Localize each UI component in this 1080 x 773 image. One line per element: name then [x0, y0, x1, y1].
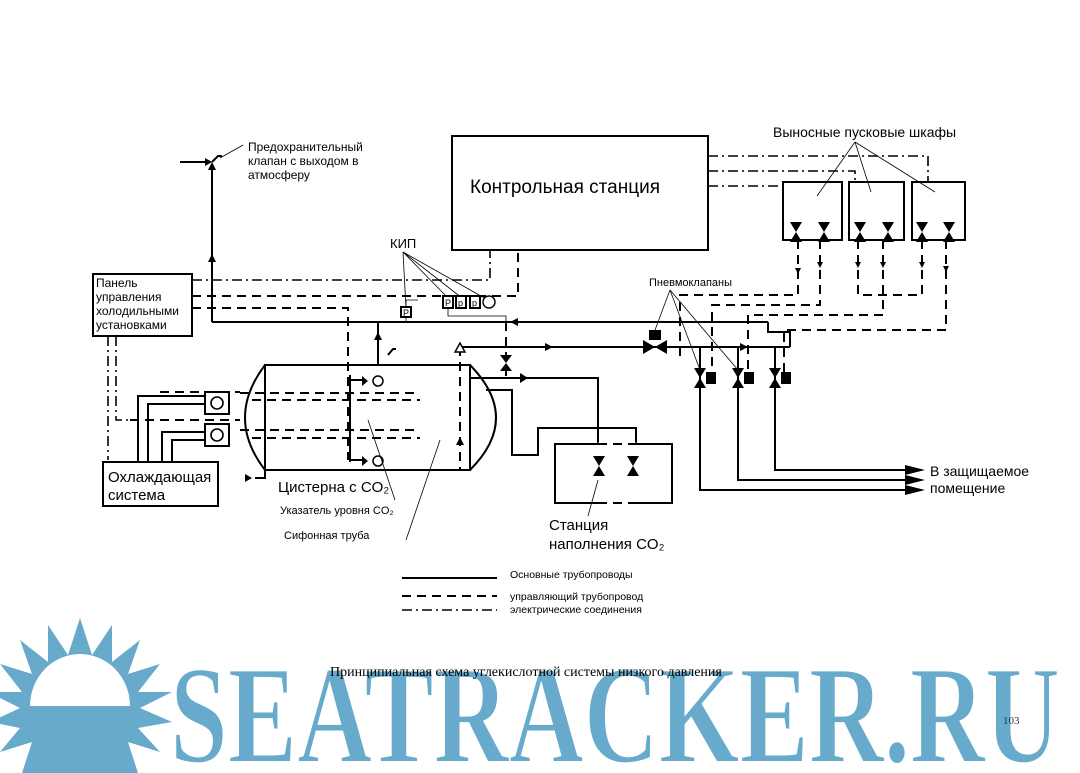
svg-text:p: p — [458, 298, 463, 308]
figure-caption: Принципиальная схема углекислотной систе… — [330, 665, 722, 680]
filling-valves-icon — [593, 456, 639, 476]
kip-label: КИП — [390, 236, 416, 251]
svg-text:P: P — [445, 298, 451, 308]
cooling-system-label: Охлаждающая система — [108, 469, 215, 504]
pneumovalves-label: Пневмоклапаны — [649, 277, 732, 289]
kip-gauges-group: P p p — [442, 295, 507, 322]
tank-label: Цистерна с CO₂ — [278, 479, 389, 496]
filling-station-box — [554, 443, 673, 504]
legend-dashdot-label: электрические соединения — [510, 604, 642, 616]
cooling-system-box — [102, 461, 219, 507]
remote-cabinets-label: Выносные пусковые шкафы — [773, 124, 956, 140]
filling-station-label: Станция наполнения CO₂ — [549, 517, 665, 553]
svg-text:p: p — [472, 298, 477, 308]
legend-dashed-label: управляющий трубопровод — [510, 591, 643, 603]
refrigeration-panel-label: Панель управления холодильными установка… — [96, 276, 182, 332]
kip-gauge-label: P — [403, 308, 409, 318]
siphon-tube-label: Сифонная труба — [284, 530, 370, 542]
control-station-label: Контрольная станция — [470, 177, 660, 198]
pressure-gauge-icon — [482, 295, 496, 309]
remote-cabinet-1 — [782, 181, 966, 241]
safety-valve-icon — [180, 155, 222, 170]
page-number: 103 — [1003, 715, 1020, 727]
outlet-label: В защищаемое помещение — [930, 463, 1033, 496]
main-pneumovalve-icon — [643, 330, 667, 354]
tank-outlet-valve-icon — [500, 355, 512, 371]
legend-solid-label: Основные трубопроводы — [510, 569, 633, 581]
level-indicator-label: Указатель уровня CO₂ — [280, 505, 394, 517]
outlet-arrows-icon — [905, 465, 925, 495]
signal-arrows-icon — [795, 262, 949, 274]
watermark-text: SEATRACKER.RU — [170, 638, 1060, 773]
cabinet-valves-icon — [790, 222, 955, 242]
refrigeration-panel-box — [92, 273, 193, 337]
control-station-box — [451, 135, 709, 251]
safety-valve-label: Предохранительный клапан с выходом в атм… — [248, 140, 366, 182]
watermark-sun-icon — [0, 618, 172, 773]
co2-tank — [130, 364, 497, 482]
legend: Основные трубопроводы управляющий трубоп… — [402, 569, 643, 616]
pneumovalves-icon — [694, 368, 791, 388]
